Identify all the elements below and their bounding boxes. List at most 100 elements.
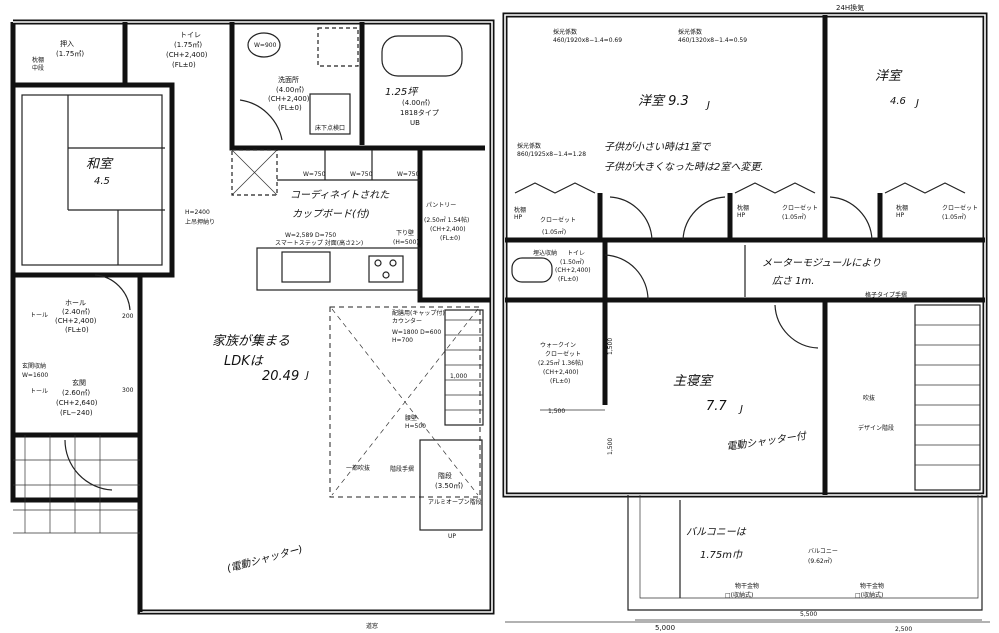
counter-spec: W=1800 D=600 <box>392 329 441 336</box>
toilet-area: (1.75㎡) <box>174 41 202 49</box>
entrance-fl: (FL−240) <box>60 409 93 417</box>
room2-label: 洋室 <box>875 68 903 84</box>
entrance-label: 玄関 <box>72 378 86 387</box>
closet-hp: HP <box>514 214 523 221</box>
balcony-note: バルコニーは <box>686 526 747 538</box>
closet-area: (1.05㎡) <box>942 213 966 221</box>
cupboard-width: W=750 <box>397 171 420 178</box>
counter-spec: H=700 <box>392 337 413 344</box>
balcony-label: バルコニー <box>808 548 838 555</box>
closet-note: 枕棚 <box>32 56 44 64</box>
washitsu-size: 4.5 <box>94 176 110 187</box>
vent-label: 24H換気 <box>836 3 864 12</box>
ldk-unit: J <box>304 370 309 381</box>
washroom-fl: (FL±0) <box>278 104 302 112</box>
light-coefficient-value: 460/1320x8−1.4=0.59 <box>678 37 747 44</box>
ldk-size: 20.49 <box>262 369 299 384</box>
dimension-label: 2,500 <box>895 626 912 633</box>
second-floor-labels: 採光係数 460/1920x8−1.4=0.69 採光係数 460/1320x8… <box>514 3 978 633</box>
toilet-fl: (FL±0) <box>558 276 578 283</box>
hall-label: ホール <box>65 299 86 307</box>
wic-fl: (FL±0) <box>550 378 570 385</box>
room2-size: 4.6 <box>890 96 906 107</box>
stairs-area: (3.50㎡) <box>435 482 463 490</box>
wic-label: クローゼット <box>545 350 581 358</box>
counter-dimension: 1,000 <box>450 373 467 380</box>
hatch-label: 床下点検口 <box>315 124 345 132</box>
toilet-fl: (FL±0) <box>172 61 196 69</box>
wic-dimension: 1,500 <box>548 408 565 415</box>
closet-hp: HP <box>737 212 746 219</box>
sink-label: W=900 <box>254 42 277 49</box>
toilet-ch: (CH+2,400) <box>166 51 208 59</box>
room-note: 子供が小さい時は1室で <box>604 141 711 153</box>
kitchen-spec: W=2,589 D=750 <box>285 232 336 239</box>
wic-area: (2.25㎡ 1.36帖) <box>538 359 583 367</box>
window-label: 道窓 <box>366 622 378 630</box>
cupboard-note: コーディネイトされた <box>290 189 390 201</box>
wic-label: ウォークイン <box>540 341 576 349</box>
dimension-label: 5,500 <box>800 611 817 618</box>
washroom-ch: (CH+2,400) <box>268 95 310 103</box>
wic-ch: (CH+2,400) <box>543 369 579 376</box>
tall-storage-label: トール <box>30 312 48 319</box>
closet-shelf: 枕棚 <box>896 204 908 212</box>
stairs-label: 階段 <box>438 471 452 480</box>
cupboard-width: W=750 <box>303 171 326 178</box>
balcony-area: (9.62㎡) <box>808 557 832 565</box>
shutter-note: (電動シャッター) <box>226 543 304 575</box>
second-floor-fixtures <box>505 182 990 623</box>
toilet-ch: (CH+2,400) <box>555 267 591 274</box>
room2-unit: J <box>914 98 919 109</box>
tall-storage-label: トール <box>30 388 48 395</box>
washroom-label: 洗面所 <box>278 75 299 84</box>
wall-label: 腰壁 <box>405 414 417 422</box>
first-floor-labels: 押入 (1.75㎡) 枕棚 中段 トイレ (1.75㎡) (CH+2,400) … <box>22 31 482 630</box>
pantry-label: パントリー <box>426 202 456 209</box>
closet-label: クローゼット <box>540 216 576 224</box>
handrail-label: 階段手摺 <box>390 465 414 473</box>
dimension-label: 5,000 <box>655 624 675 632</box>
bath-note: 1.25坪 <box>385 86 419 98</box>
bath-type: 1818タイプ <box>400 108 439 117</box>
ldk-note: 家族が集まる <box>212 333 290 349</box>
clothes-hanger-type: □(収納式) <box>855 591 883 599</box>
stairs-down: DN <box>943 297 952 304</box>
hall-dimension: 200 <box>122 313 134 320</box>
counter-label: カウンター <box>392 317 422 325</box>
toilet-storage: 埋込収納 <box>533 249 557 257</box>
room-note: 子供が大きくなった時は2室へ変更. <box>604 161 764 173</box>
storage-height: H=2400 <box>185 209 210 216</box>
toilet-area: (1.50㎡) <box>560 258 584 266</box>
toilet-label: トイレ <box>180 31 201 39</box>
hall-fl: (FL±0) <box>65 326 89 334</box>
light-coefficient-value: 460/1920x8−1.4=0.69 <box>553 37 622 44</box>
bath-ub: UB <box>410 119 420 127</box>
washroom-area: (4.00㎡) <box>276 86 304 94</box>
hanging-wall-height: (H=500) <box>393 239 419 246</box>
pantry-ch: (CH+2,400) <box>430 226 466 233</box>
closet-area: (1.75㎡) <box>56 50 84 58</box>
first-floor-fixtures <box>13 27 484 534</box>
entrance-storage-label: 玄関収納 <box>22 362 46 370</box>
hall-area: (2.40㎡) <box>62 308 90 316</box>
light-coefficient: 採光係数 <box>553 28 577 36</box>
stairs-type: アルミオープン階段 <box>428 498 482 506</box>
closet-label: クローゼット <box>782 204 818 212</box>
master-dimension: 1,500 <box>607 438 614 455</box>
closet-area: (1.05㎡) <box>542 228 566 236</box>
closet-hp: HP <box>896 212 905 219</box>
closet-shelf: 枕棚 <box>514 206 526 214</box>
clothes-hanger-label: 物干金物 <box>735 582 759 590</box>
entrance-storage-width: W=1600 <box>22 372 48 379</box>
master-bedroom-label: 主寝室 <box>673 373 714 389</box>
closet-shelf: 枕棚 <box>737 204 749 212</box>
pantry-fl: (FL±0) <box>440 235 460 242</box>
washitsu-label: 和室 <box>86 156 114 172</box>
ldk-note: LDKは <box>224 354 264 369</box>
kitchen-spec: スマートステップ 対面(高さ2ン) <box>275 239 363 247</box>
counter-label: 配膳用(キャップ付) <box>392 309 445 317</box>
hall-note: メーターモジュールにより <box>762 257 881 269</box>
master-bedroom-size: 7.7 <box>706 399 727 414</box>
void-label: 一部吹抜 <box>346 464 370 472</box>
